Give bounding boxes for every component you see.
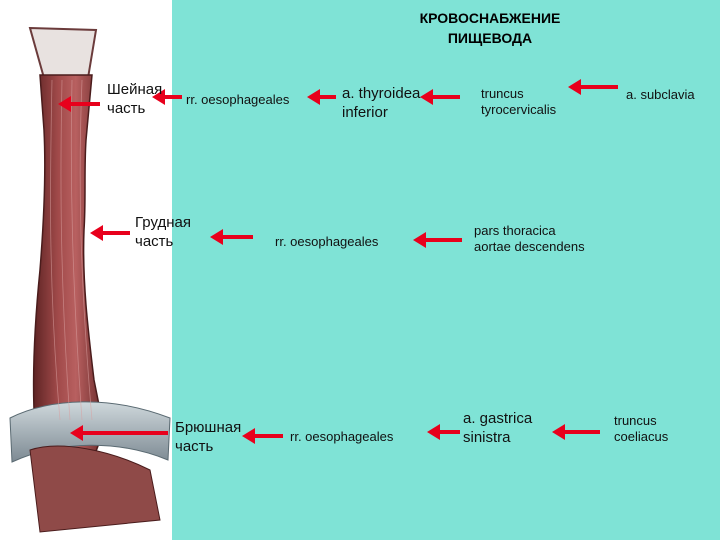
title-line-2: ПИЩЕВОДА <box>447 30 533 46</box>
thoracic-source-line-1: pars thoracica <box>474 223 556 238</box>
arrow-abdominal-source <box>552 424 600 440</box>
thoracic-part-label: Грудная часть <box>135 213 191 251</box>
abdominal-source-line-2: coeliacus <box>614 429 669 444</box>
cervical-trunk-label: truncus tyrocervicalis <box>481 86 556 118</box>
cervical-part-line-2: часть <box>107 100 146 117</box>
cervical-trunk-line-2: tyrocervicalis <box>481 102 557 117</box>
arrow-abdominal-branches <box>242 428 283 444</box>
arrow-cervical-source <box>568 79 618 95</box>
cervical-source-label: a. subclavia <box>626 87 695 102</box>
cervical-artery-label: a. thyroidea inferior <box>342 84 420 122</box>
arrow-to-cervical-part <box>58 96 100 112</box>
arrow-thoracic-branches <box>210 229 253 245</box>
thoracic-source-label: pars thoracica aortae descendens <box>474 223 585 255</box>
arrow-cervical-branches <box>152 89 182 105</box>
cervical-artery-line-1: a. thyroidea <box>342 85 421 102</box>
thoracic-part-line-1: Грудная <box>135 214 191 231</box>
title-line-1: КРОВОСНАБЖЕНИЕ <box>419 10 561 26</box>
arrow-cervical-trunk <box>420 89 460 105</box>
thoracic-branches-label: rr. oesophageales <box>275 234 379 249</box>
cervical-part-line-1: Шейная <box>107 81 163 98</box>
thoracic-source-line-2: aortae descendens <box>474 239 585 254</box>
content-panel <box>172 0 720 540</box>
cervical-part-label: Шейная часть <box>107 80 162 118</box>
arrow-cervical-artery <box>307 89 336 105</box>
cervical-trunk-line-1: truncus <box>481 86 524 101</box>
abdominal-part-line-2: часть <box>175 438 214 455</box>
abdominal-branches-label: rr. oesophageales <box>290 429 394 444</box>
arrow-abdominal-artery <box>427 424 460 440</box>
abdominal-source-label: truncus coeliacus <box>614 413 668 445</box>
arrows <box>58 79 618 444</box>
arrow-to-abdominal-part <box>70 425 168 441</box>
arrow-to-thoracic-part <box>90 225 130 241</box>
page-title: КРОВОСНАБЖЕНИЕ ПИЩЕВОДА <box>330 8 650 48</box>
abdominal-artery-line-1: a. gastrica <box>463 410 533 427</box>
abdominal-artery-line-2: sinistra <box>463 429 511 446</box>
abdominal-part-label: Брюшная часть <box>175 418 241 456</box>
cervical-branches-label: rr. oesophageales <box>186 92 290 107</box>
stomach-part <box>29 445 161 533</box>
arrow-thoracic-source <box>413 232 462 248</box>
abdominal-source-line-1: truncus <box>614 413 657 428</box>
cervical-artery-line-2: inferior <box>342 104 388 121</box>
abdominal-artery-label: a. gastrica sinistra <box>463 409 532 447</box>
esophagus-top-opening <box>28 26 98 79</box>
abdominal-part-line-1: Брюшная <box>175 419 242 436</box>
thoracic-part-line-2: часть <box>135 233 174 250</box>
muscle-fibers <box>50 79 93 421</box>
